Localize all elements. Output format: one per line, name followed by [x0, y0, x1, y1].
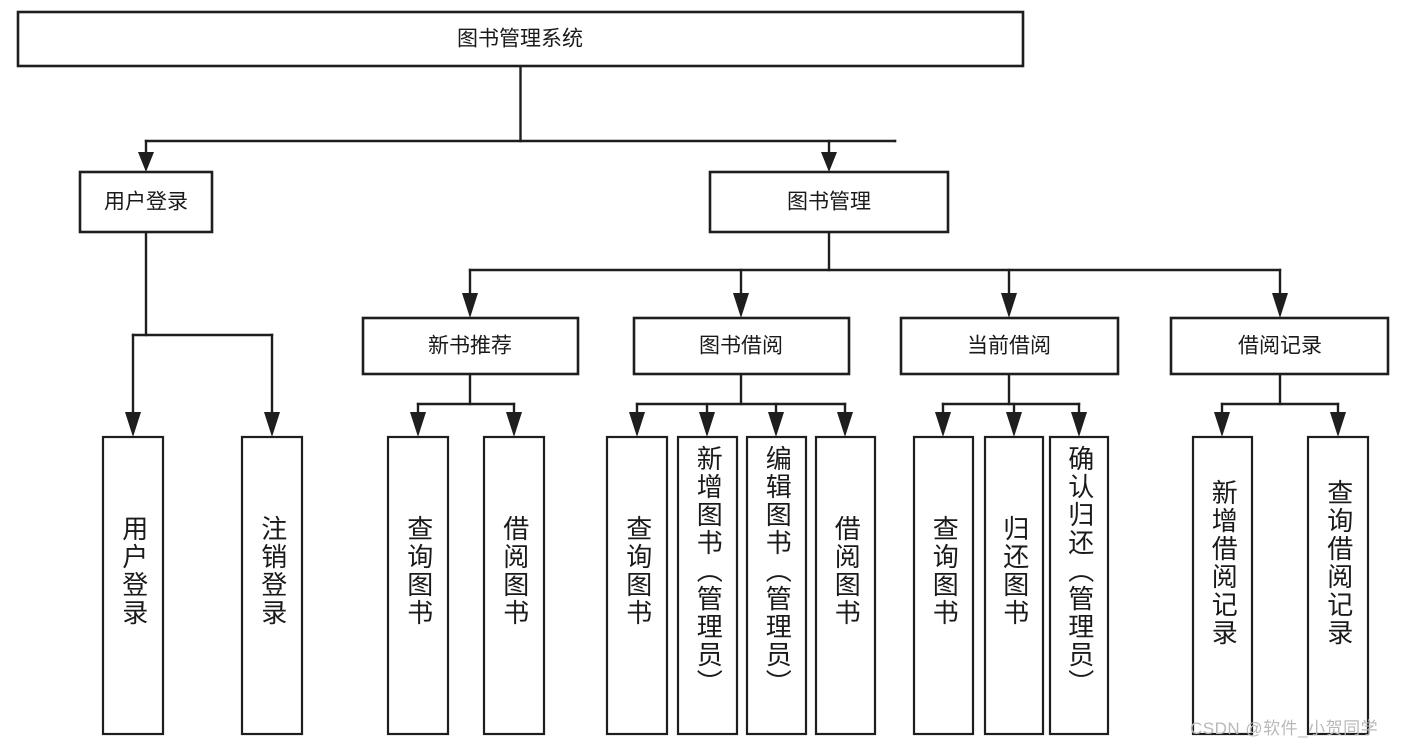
- node-leaf-borrow-book-1-box[interactable]: [482, 435, 546, 736]
- arrow-to-leaf-query-book-1: [410, 412, 426, 437]
- node-current-borrow-label: 当前借阅: [967, 335, 1051, 358]
- node-book-management-box[interactable]: [708, 170, 950, 234]
- node-leaf-query-book-3-box[interactable]: [912, 435, 975, 736]
- arrow-to-leaf-borrow-book-2: [837, 412, 853, 437]
- node-new-book-recommend-label: 新书推荐: [428, 335, 512, 358]
- node-root-box[interactable]: [16, 10, 1025, 68]
- node-leaf-add-borrow-record-box[interactable]: [1191, 435, 1254, 736]
- node-leaf-borrow-book-2-box[interactable]: [814, 435, 877, 736]
- arrow-to-leaf-borrow-book-1: [506, 412, 522, 437]
- arrow-to-book-borrow: [733, 293, 749, 318]
- arrow-to-current-borrow: [1001, 293, 1017, 318]
- node-leaf-add-book-admin-box[interactable]: [676, 435, 739, 736]
- node-book-borrow-box[interactable]: [632, 316, 851, 376]
- node-borrow-records-label: 借阅记录: [1238, 335, 1322, 358]
- arrow-to-leaf-query-book-2: [629, 412, 645, 437]
- node-leaf-query-borrow-record-box[interactable]: [1306, 435, 1370, 736]
- node-user-login-label: 用户登录: [104, 191, 188, 214]
- connectors-layer: [125, 64, 1346, 437]
- node-leaf-edit-book-admin-box[interactable]: [745, 435, 808, 736]
- arrow-to-leaf-query-borrow-record: [1330, 412, 1346, 437]
- arrow-to-leaf-return-book: [1006, 412, 1022, 437]
- node-leaf-query-book-2-box[interactable]: [605, 435, 669, 736]
- node-root-label: 图书管理系统: [457, 28, 583, 51]
- node-leaf-user-logout-box[interactable]: [240, 435, 304, 736]
- arrow-to-leaf-user-logout: [264, 412, 280, 437]
- arrow-root-to-user-login: [138, 152, 154, 172]
- node-current-borrow-box[interactable]: [899, 316, 1120, 376]
- node-user-login-box[interactable]: [78, 170, 214, 234]
- arrow-root-to-book-management: [821, 152, 837, 172]
- arrow-to-new-book-recommend: [462, 293, 478, 318]
- arrow-to-borrow-records: [1272, 293, 1288, 318]
- node-leaf-user-login-box[interactable]: [101, 435, 165, 736]
- arrow-to-leaf-add-borrow-record: [1214, 412, 1230, 437]
- node-borrow-records-box[interactable]: [1169, 316, 1390, 376]
- arrow-to-leaf-confirm-return-admin: [1071, 412, 1087, 437]
- arrow-to-leaf-add-book-admin: [699, 412, 715, 437]
- node-book-management-label: 图书管理: [787, 191, 871, 214]
- arrow-to-leaf-edit-book-admin: [768, 412, 784, 437]
- arrow-to-leaf-user-login: [125, 412, 141, 437]
- node-book-borrow-label: 图书借阅: [699, 335, 783, 358]
- node-new-book-recommend-box[interactable]: [361, 316, 580, 376]
- node-leaf-return-book-box[interactable]: [983, 435, 1045, 736]
- arrow-to-leaf-query-book-3: [935, 412, 951, 437]
- nodes-layer: 图书管理系统 用户登录 图书管理 新书推荐 图书借阅 当前借阅 借阅记录: [16, 10, 1390, 736]
- node-leaf-confirm-return-admin-box[interactable]: [1048, 435, 1110, 736]
- node-leaf-query-book-1-box[interactable]: [386, 435, 450, 736]
- csdn-watermark: CSDN @软件_小贺同学: [1190, 719, 1379, 738]
